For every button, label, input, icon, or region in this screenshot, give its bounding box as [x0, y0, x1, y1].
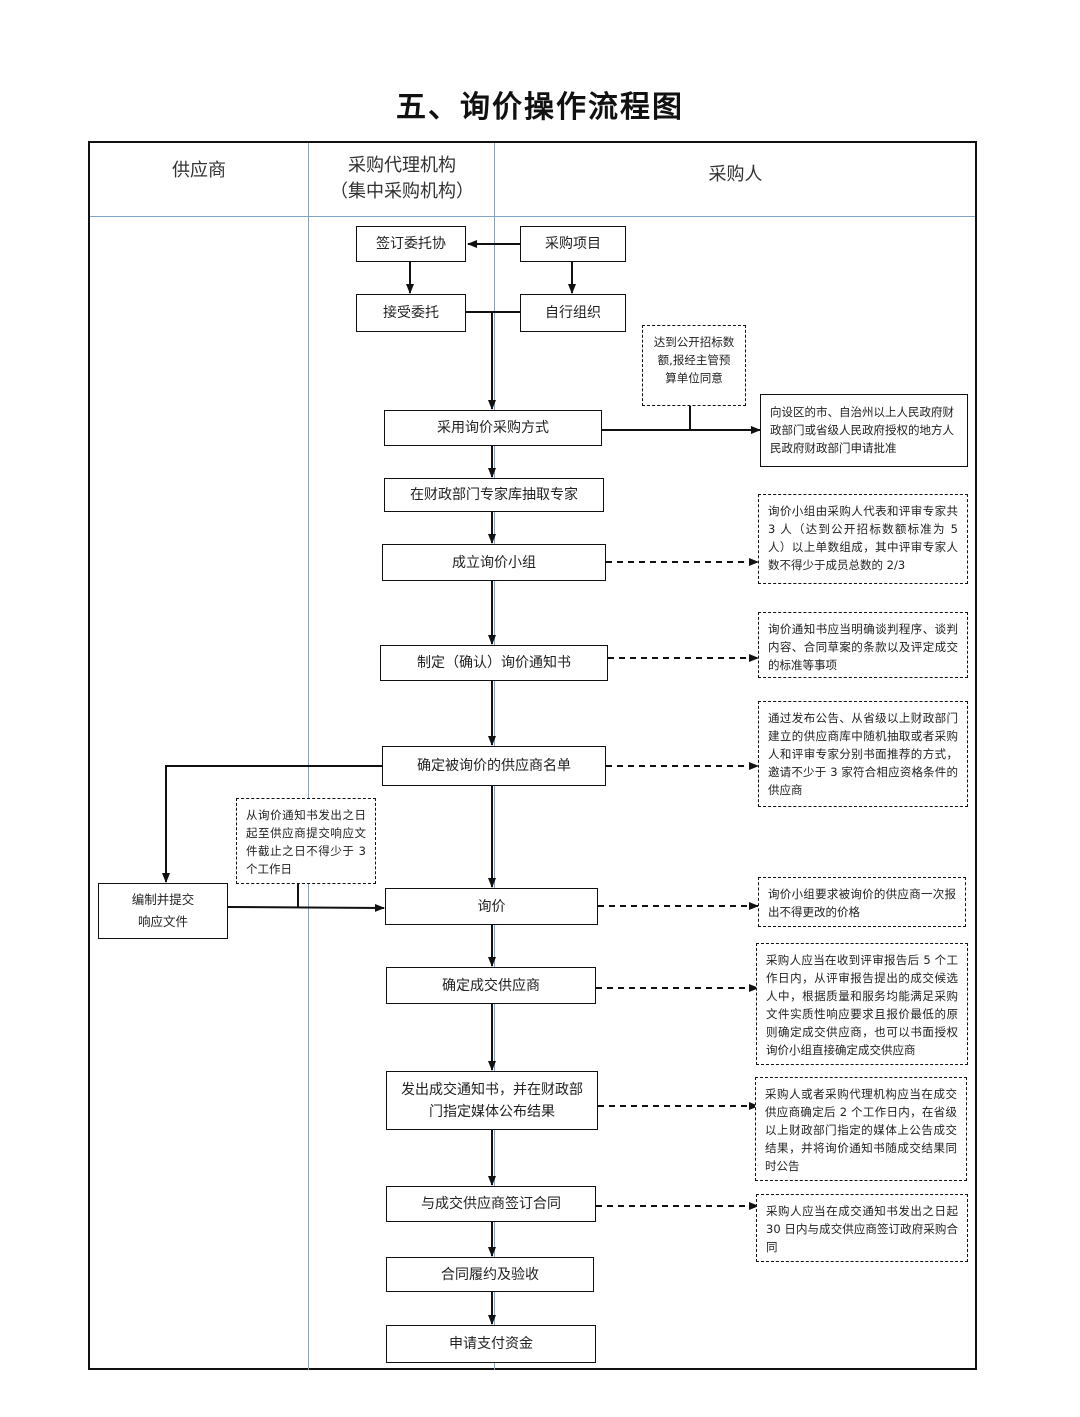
step-form-group: 成立询价小组	[382, 544, 606, 581]
step-issue-notice-line2: 门指定媒体公布结果	[429, 1103, 555, 1120]
lane-header-agency-line2: （集中采购机构）	[330, 181, 474, 202]
note-contract-deadline: 采购人应当在成交通知书发出之日起 30 日内与成交供应商签订政府采购合同	[756, 1194, 968, 1262]
step-perform-accept: 合同履约及验收	[386, 1257, 594, 1292]
step-accept-commission: 接受委托	[356, 294, 466, 332]
lane-header-supplier: 供应商	[172, 160, 226, 181]
lane-divider-1	[308, 143, 309, 1370]
note-approval: 向设区的市、自治州以上人民政府财政部门或省级人民政府授权的地方人民政府财政部门申…	[760, 394, 968, 467]
step-purchase-project: 采购项目	[520, 226, 626, 262]
step-confirm-winner: 确定成交供应商	[386, 967, 596, 1004]
step-make-notice: 制定（确认）询价通知书	[380, 645, 608, 681]
step-issue-notice-line1: 发出成交通知书，并在财政部	[401, 1081, 583, 1098]
note-supplier-selection: 通过发布公告、从省级以上财政部门建立的供应商库中随机抽取或者采购人和评审专家分别…	[758, 701, 968, 807]
step-prepare-response: 编制并提交 响应文件	[98, 883, 228, 939]
note-public-bid-threshold: 达到公开招标数额,报经主管预算单位同意	[642, 325, 746, 406]
step-extract-experts: 在财政部门专家库抽取专家	[384, 478, 604, 512]
step-issue-notice: 发出成交通知书，并在财政部 门指定媒体公布结果	[386, 1071, 598, 1130]
note-publish-result: 采购人或者采购代理机构应当在成交供应商确定后 2 个工作日内，在省级以上财政部门…	[755, 1077, 967, 1181]
flowchart-frame	[88, 141, 977, 1370]
step-self-organize: 自行组织	[520, 294, 626, 332]
lane-header-divider	[90, 216, 975, 217]
step-adopt-inquiry: 采用询价采购方式	[384, 410, 602, 446]
arrow-confirm-to-response	[162, 765, 382, 883]
note-group-composition: 询价小组由采购人代表和评审专家共 3 人（达到公开招标数额标准为 5 人）以上单…	[758, 494, 968, 584]
lane-header-agency: 采购代理机构 （集中采购机构）	[310, 153, 494, 205]
note-one-quote: 询价小组要求被询价的供应商一次报出不得更改的价格	[758, 877, 966, 927]
step-inquiry: 询价	[385, 888, 598, 925]
note-notice-content: 询价通知书应当明确谈判程序、谈判内容、合同草案的条款以及评定成交的标准等事项	[758, 612, 968, 678]
note-determine-winner: 采购人应当在收到评审报告后 5 个工作日内，从评审报告提出的成交候选人中，根据质…	[756, 943, 968, 1065]
step-apply-payment: 申请支付资金	[386, 1325, 596, 1363]
step-prepare-response-line1: 编制并提交	[131, 892, 195, 907]
note-response-period: 从询价通知书发出之日起至供应商提交响应文件截止之日不得少于 3 个工作日	[236, 798, 376, 884]
lane-header-agency-line1: 采购代理机构	[348, 155, 456, 176]
step-confirm-suppliers: 确定被询价的供应商名单	[382, 746, 606, 786]
lane-header-purchaser: 采购人	[708, 164, 763, 185]
page-title: 五、询价操作流程图	[396, 90, 684, 125]
step-prepare-response-line2: 响应文件	[137, 914, 188, 929]
step-sign-commission: 签订委托协	[356, 226, 466, 262]
arrow-response-to-inquiry	[227, 903, 385, 912]
step-sign-contract: 与成交供应商签订合同	[386, 1186, 596, 1222]
